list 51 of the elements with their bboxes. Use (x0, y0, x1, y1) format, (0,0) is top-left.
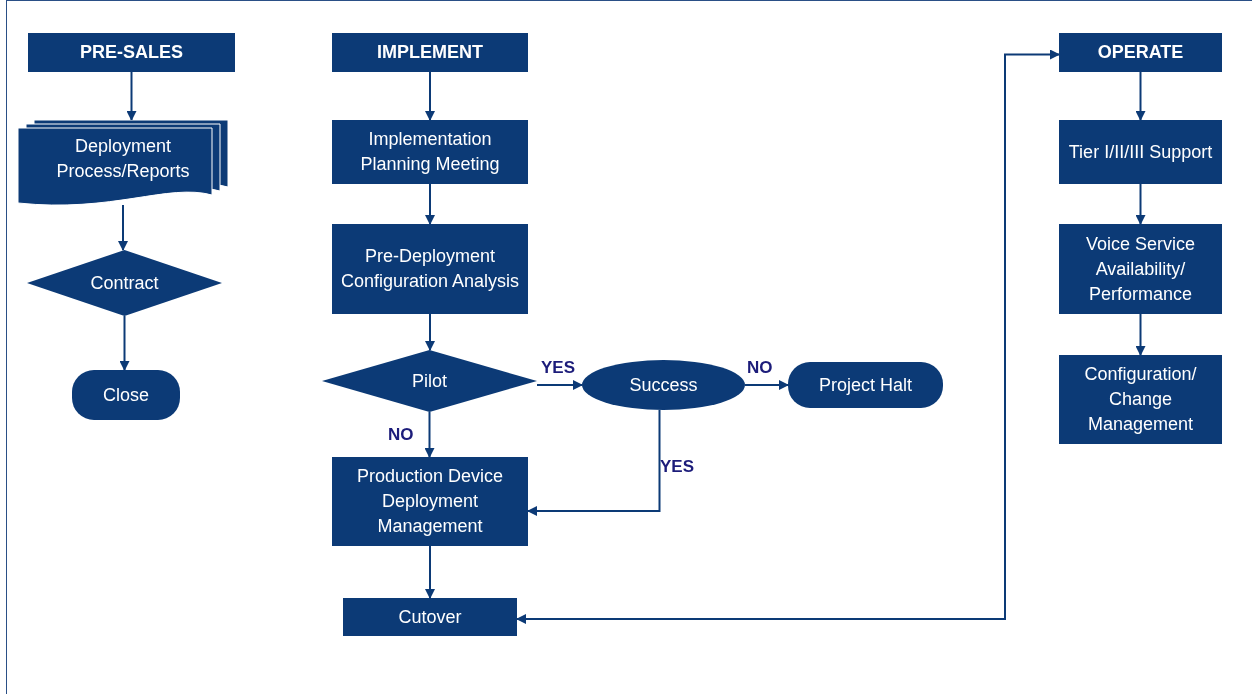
edge-label: NO (747, 358, 773, 378)
arrow (119, 315, 130, 371)
arrow (536, 380, 583, 390)
process-box (332, 457, 528, 546)
decision-diamond (27, 250, 222, 316)
step-label: Cutover (397, 605, 463, 629)
process-box (343, 598, 517, 636)
edge-label: YES (541, 358, 576, 378)
step-label: Deployment Process/Reports (55, 134, 191, 183)
arrow (126, 71, 137, 121)
arrow (425, 313, 435, 351)
arrow (425, 545, 435, 599)
terminal-shape (72, 370, 180, 420)
edge-label: NO (388, 425, 414, 445)
step-label: Success (628, 373, 699, 397)
arrow (118, 204, 128, 251)
terminal-shape (788, 362, 943, 408)
phase-header (1059, 33, 1222, 72)
process-box (332, 120, 528, 184)
arrow (1135, 183, 1146, 225)
step-label: IMPLEMENT (376, 41, 484, 64)
step-label: Contract (89, 271, 160, 295)
process-box (1059, 224, 1222, 314)
step-label: Close (102, 383, 150, 407)
decision-ellipse (582, 360, 745, 410)
step-label: Configuration/ Change Management (1083, 363, 1198, 436)
arrow (425, 71, 435, 121)
edge-label: YES (660, 457, 695, 477)
arrow (1135, 71, 1146, 121)
process-box (1059, 355, 1222, 444)
arrow (527, 409, 661, 516)
arrow (424, 411, 435, 458)
arrow (516, 49, 1060, 624)
step-label: Voice Service Availability/ Performance (1084, 232, 1197, 306)
process-box (1059, 120, 1222, 184)
step-label: PRE-SALES (79, 41, 184, 64)
phase-header (28, 33, 235, 72)
step-label: Production Device Deployment Management (355, 465, 505, 538)
document-shape (18, 120, 228, 205)
arrow (744, 380, 789, 390)
step-label: Pilot (411, 369, 448, 393)
arrow (425, 183, 435, 225)
step-label: Pre-Deployment Configuration Analysis (339, 245, 521, 293)
process-box (332, 224, 528, 314)
step-label: Tier I/II/III Support (1067, 140, 1214, 164)
arrow (1135, 313, 1146, 356)
step-label: OPERATE (1096, 41, 1185, 64)
step-label: Implementation Planning Meeting (359, 128, 501, 176)
decision-diamond (322, 350, 537, 412)
phase-header (332, 33, 528, 72)
step-label: Project Halt (817, 373, 913, 397)
